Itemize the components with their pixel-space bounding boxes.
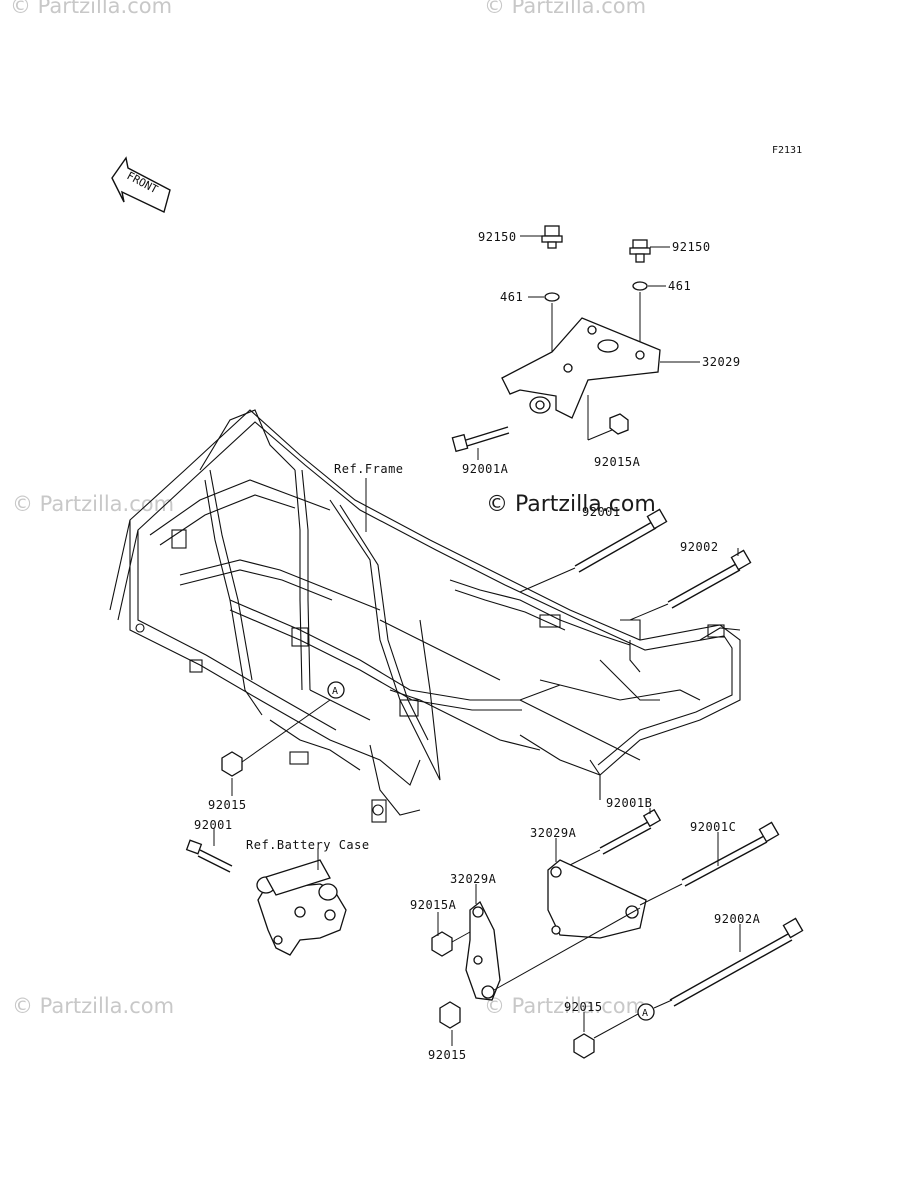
watermark-center: © Partzilla.com [486,492,656,517]
bolt-92001-lower-icon [185,839,233,873]
watermark-bottom-center: © Partzilla.com [484,994,647,1018]
circle-marker-lower-label: A [642,1008,648,1019]
label-92015A-bottom: 92015A [410,898,457,912]
label-32029: 32029 [702,355,741,369]
label-92015-bottom-right: 92015 [564,1000,603,1014]
bolt-92150-right-icon [629,239,651,263]
label-92015-bottom: 92015 [428,1048,467,1062]
watermark-top-left: © Partzilla.com [10,0,173,18]
washer-461-left-icon [544,292,560,302]
label-92002A: 92002A [714,912,761,926]
label-32029A-bottom: 32029A [450,872,497,886]
label-92001: 92001 [194,818,233,832]
label-92001B: 92001B [606,796,653,810]
watermark-bottom-left: © Partzilla.com [12,994,175,1018]
label-92001-top: 92001 [582,505,621,519]
label-ref-frame: Ref.Frame [334,462,404,476]
label-92001A: 92001A [462,462,509,476]
nut-92015-left-icon [221,751,243,777]
label-ref-battery-case: Ref.Battery Case [246,838,370,852]
front-arrow-label: FRONT [125,169,161,196]
bracket-32029A-bottom-icon [465,900,501,1001]
label-461-left: 461 [500,290,524,304]
circle-marker-frame-label: A [332,686,338,697]
circle-marker-lower-icon [637,1003,655,1021]
label-92150-left: 92150 [478,230,517,244]
bolt-92150-left-icon [541,225,563,249]
bolt-92001A-icon [451,426,510,453]
label-461-right: 461 [668,279,692,293]
bolt-92001-top-icon [574,508,668,573]
frame-icon [109,409,741,823]
label-92015-left: 92015 [208,798,247,812]
bolt-92002-icon [667,549,752,609]
nut-92015A-bottom-icon [431,931,453,957]
label-92015A-top: 92015A [594,455,641,469]
bolt-92001C-icon [681,821,780,887]
nut-92015-bottom-icon [439,1001,461,1029]
label-92002: 92002 [680,540,719,554]
nut-92015A-top-icon [609,413,629,435]
circle-marker-frame-icon [327,681,345,699]
washer-461-right-icon [632,281,648,291]
diagram-code: F2131 [772,145,803,156]
bolt-92002A-icon [669,917,804,1007]
label-32029A-top: 32029A [530,826,577,840]
watermark-top-center: © Partzilla.com [484,0,647,18]
battery-case-bracket-icon [256,859,347,956]
bolt-92001B-icon [599,808,662,855]
nut-92015-bottom-right-icon [573,1033,595,1059]
bracket-32029A-top-icon [547,859,647,939]
label-92001C: 92001C [690,820,737,834]
label-92150-right: 92150 [672,240,711,254]
front-arrow-icon: FRONT [111,156,171,213]
bracket-32029-icon [501,317,661,419]
